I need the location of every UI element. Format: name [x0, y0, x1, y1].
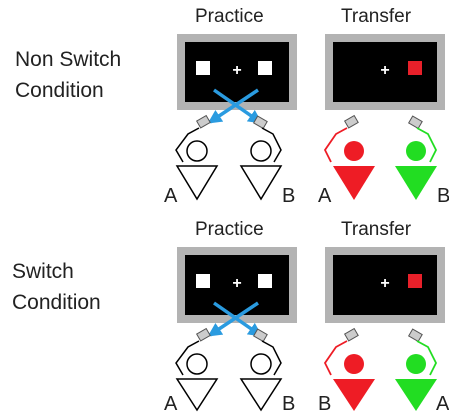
participant-a-label: A	[164, 185, 178, 207]
arm-cable-icon	[261, 340, 282, 376]
participant-a	[175, 327, 219, 412]
arm-cable-icon	[175, 340, 200, 376]
arm-cable-icon	[323, 340, 348, 376]
body-icon	[175, 165, 219, 201]
response-key-icon	[407, 115, 423, 130]
participant-b	[239, 115, 283, 201]
head-icon	[344, 354, 364, 374]
red-stimulus	[408, 274, 422, 288]
left-white-stimulus	[196, 274, 210, 288]
switch-condition-line1: Switch	[12, 260, 74, 283]
head-icon	[250, 353, 272, 375]
response-key-icon	[195, 114, 211, 129]
response-key-icon	[252, 328, 268, 343]
arm-cable-icon	[416, 340, 438, 376]
response-key-icon	[195, 327, 211, 342]
body-icon	[395, 166, 437, 200]
head-icon	[186, 140, 208, 162]
crossed-arrow-right	[213, 88, 263, 124]
body-icon	[175, 378, 219, 412]
participant-a	[175, 114, 219, 201]
non-switch-transfer-panel: + A B	[318, 34, 449, 207]
switch-practice-panel: + A B	[164, 247, 297, 413]
arm-cable-icon	[416, 127, 438, 163]
arm-cable-icon	[175, 127, 200, 163]
response-key-icon	[407, 328, 423, 343]
non-switch-condition-line2: Condition	[15, 79, 104, 102]
body-icon	[239, 378, 283, 412]
fixation-cross: +	[232, 62, 241, 79]
head-icon	[406, 354, 426, 374]
participant-a-label: A	[318, 185, 332, 207]
response-key-icon	[343, 327, 359, 342]
red-stimulus	[408, 61, 422, 75]
participant-b-label: B	[282, 393, 295, 413]
non-switch-transfer-title: Transfer	[341, 6, 412, 27]
crossed-arrow-right	[213, 301, 263, 337]
participant-a-label: A	[164, 393, 178, 413]
head-icon	[344, 141, 364, 161]
participant-a	[395, 328, 438, 411]
arm-cable-icon	[323, 127, 348, 163]
fixation-cross: +	[232, 275, 241, 292]
fixation-cross: +	[380, 275, 389, 292]
fixation-cross: +	[380, 62, 389, 79]
left-white-stimulus	[196, 61, 210, 75]
participant-b	[395, 115, 438, 200]
head-icon	[250, 140, 272, 162]
body-icon	[333, 166, 375, 200]
body-icon	[333, 379, 375, 411]
non-switch-condition-line1: Non Switch	[15, 48, 122, 71]
body-icon	[239, 165, 283, 201]
participant-b-label: B	[282, 185, 295, 207]
participant-b	[323, 327, 375, 411]
participant-left-label: B	[318, 393, 331, 413]
right-white-stimulus	[258, 61, 272, 75]
switch-practice-title: Practice	[195, 219, 264, 240]
participant-right-label: A	[436, 393, 449, 413]
participant-b-label: B	[437, 185, 449, 207]
non-switch-practice-panel: + A B	[164, 34, 297, 207]
participant-b	[239, 328, 283, 412]
head-icon	[186, 353, 208, 375]
switch-condition-label: Switch Condition	[12, 256, 101, 318]
arm-cable-icon	[261, 127, 282, 163]
non-switch-condition-label: Non Switch Condition	[15, 44, 121, 106]
switch-transfer-panel: + B A	[318, 247, 449, 413]
response-key-icon	[343, 114, 359, 129]
non-switch-practice-title: Practice	[195, 6, 264, 27]
body-icon	[395, 379, 437, 411]
right-white-stimulus	[258, 274, 272, 288]
participant-a	[323, 114, 375, 200]
response-key-icon	[252, 115, 268, 130]
head-icon	[406, 141, 426, 161]
switch-transfer-title: Transfer	[341, 219, 412, 240]
switch-condition-line2: Condition	[12, 291, 101, 314]
